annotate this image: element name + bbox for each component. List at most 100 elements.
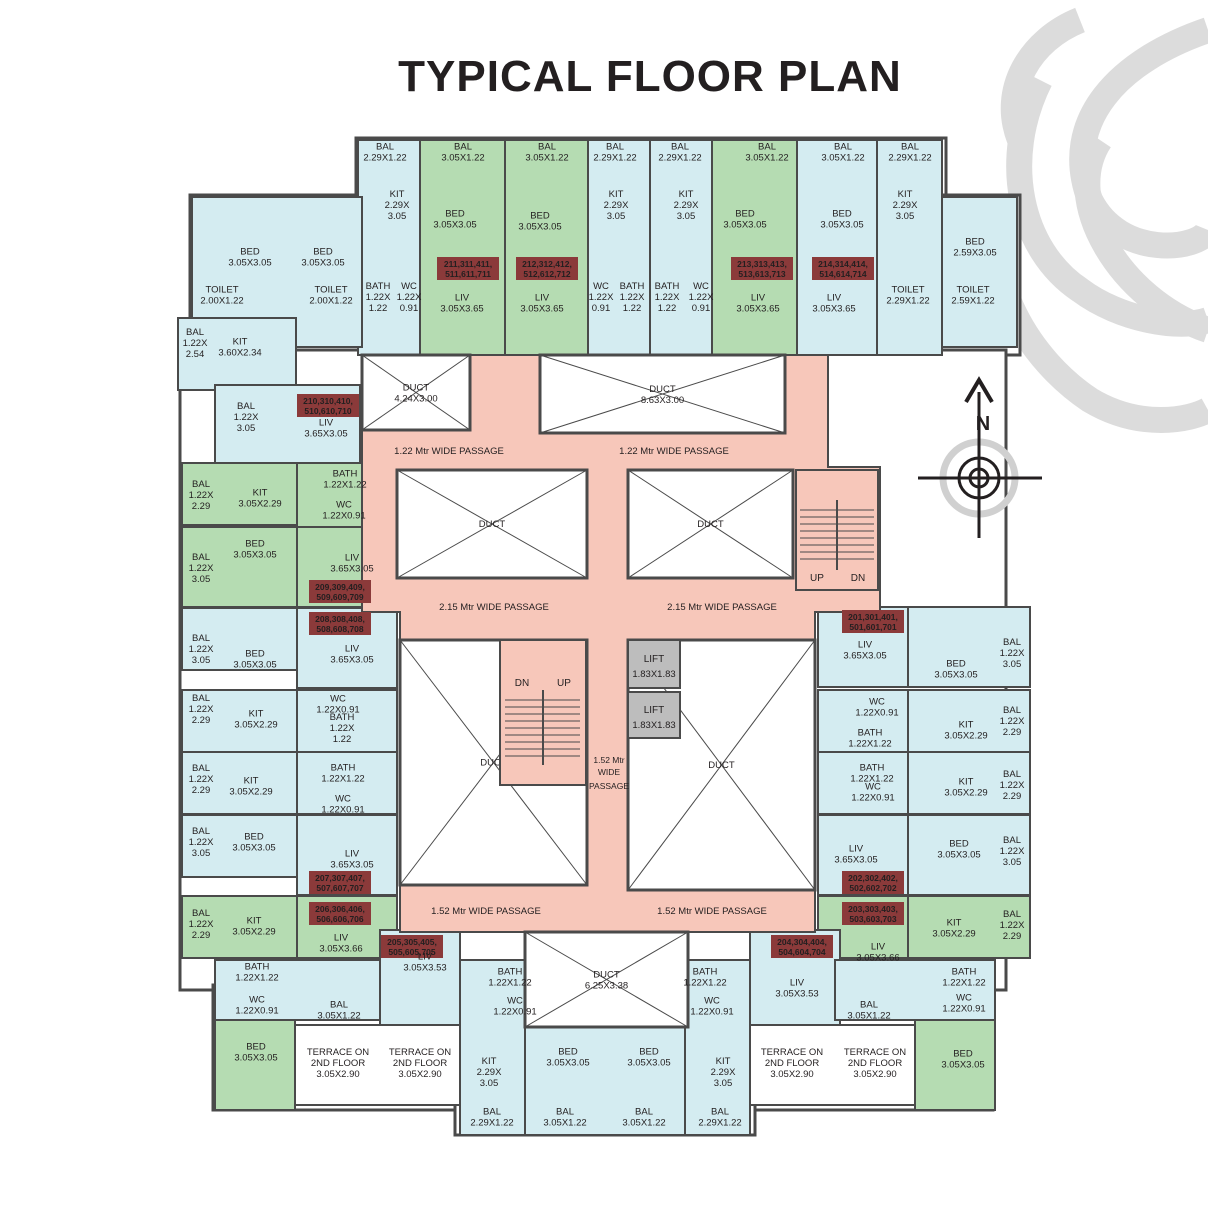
unit-number: 201,301,401,	[848, 612, 898, 622]
room-label: 1.22X	[183, 338, 208, 349]
duct-label: DUCT	[403, 383, 430, 394]
duct-cross-line	[361, 354, 471, 431]
room-label: BATH	[858, 728, 883, 739]
room-label: 3.05X1.22	[441, 153, 484, 164]
room-label: 2.59X3.05	[953, 248, 996, 259]
room-label: 1.22X	[655, 292, 680, 303]
duct	[360, 353, 472, 432]
room-label: 2.29X1.22	[470, 1118, 513, 1129]
lift-label: LIFT	[644, 705, 665, 716]
room-label: 3.05X1.22	[525, 153, 568, 164]
room-label: KIT	[959, 720, 974, 731]
logo-swirl	[1006, 74, 1208, 337]
room-label: 1.22X	[189, 704, 214, 715]
lift-shaft	[627, 691, 681, 739]
unit-number: 207,307,407,	[315, 873, 365, 883]
room-label: 2.29X1.22	[698, 1118, 741, 1129]
room-label: KIT	[482, 1056, 497, 1067]
room-label: 1.22X	[589, 292, 614, 303]
passage-label: 2.15 Mtr WIDE PASSAGE	[439, 602, 549, 613]
room-label: BAL	[192, 479, 210, 490]
room-label: BED	[965, 237, 985, 248]
room-label: BAL	[192, 763, 210, 774]
unit-zone	[214, 959, 381, 1021]
room-label: BAL	[186, 327, 204, 338]
compass-arrow-icon	[964, 376, 994, 404]
room-label: 3.05	[677, 211, 696, 222]
logo-swirl	[1000, 7, 1086, 145]
room-label: 1.22X	[1000, 846, 1025, 857]
room-label: 2.29X1.22	[363, 153, 406, 164]
room-label: 1.22X1.22	[848, 739, 891, 750]
duct-cross-line	[539, 354, 786, 434]
unit-zone	[419, 139, 506, 356]
room-label: 1.22X	[1000, 920, 1025, 931]
unit-tag	[309, 871, 371, 894]
room-label: 1.22X	[189, 563, 214, 574]
unit-number: 506,606,706	[316, 914, 364, 924]
duct-label: DUCT	[697, 519, 724, 530]
room-label: 2ND FLOOR	[765, 1058, 820, 1069]
unit-number: 202,302,402,	[848, 873, 898, 883]
room-label: TERRACE ON	[389, 1047, 451, 1058]
room-label: 1.22	[623, 303, 642, 314]
room-label: LIV	[535, 293, 550, 304]
room-label: WC	[249, 995, 265, 1006]
room-label: BATH	[693, 967, 718, 978]
room-label: 2.29X	[674, 200, 699, 211]
room-label: 2.29	[192, 930, 211, 941]
room-label: 3.05X1.22	[745, 153, 788, 164]
room-label: BATH	[860, 763, 885, 774]
room-label: 3.05	[388, 211, 407, 222]
room-label: LIV	[418, 952, 433, 963]
room-label: BED	[245, 539, 265, 550]
room-label: LIV	[790, 978, 805, 989]
room-label: TOILET	[956, 285, 989, 296]
room-label: 2.29	[192, 785, 211, 796]
room-label: 3.05X2.29	[944, 731, 987, 742]
room-label: TERRACE ON	[761, 1047, 823, 1058]
lift-label: LIFT	[644, 654, 665, 665]
room-label: 1.22	[658, 303, 677, 314]
room-label: KIT	[247, 916, 262, 927]
room-label: 3.65X3.05	[304, 429, 347, 440]
duct	[395, 468, 589, 580]
unit-zone	[177, 317, 297, 391]
room-label: KIT	[390, 189, 405, 200]
room-label: 3.05X2.90	[853, 1069, 896, 1080]
room-label: 3.05X3.05	[723, 220, 766, 231]
room-label: 3.05X3.65	[812, 304, 855, 315]
duct-label: DUCT	[708, 760, 735, 771]
unit-tag	[731, 257, 793, 280]
room-label: 3.60X2.34	[218, 348, 261, 359]
room-label: 3.05X1.22	[821, 153, 864, 164]
room-label: 3.05	[237, 423, 256, 434]
unit-number: 214,314,414,	[818, 259, 868, 269]
duct-cross-line	[524, 931, 689, 1028]
unit-number: 203,303,403,	[848, 904, 898, 914]
room-label: TOILET	[314, 285, 347, 296]
room-label: 2.29	[192, 715, 211, 726]
room-label: BAL	[192, 826, 210, 837]
room-label: 3.05X3.05	[941, 1060, 984, 1071]
passage-label: WIDE	[598, 767, 621, 777]
room-label: 3.05X3.05	[232, 843, 275, 854]
room-label: 3.05X2.90	[398, 1069, 441, 1080]
room-label: 3.65X3.05	[834, 855, 877, 866]
room-label: TERRACE ON	[844, 1047, 906, 1058]
room-label: 3.05X1.22	[543, 1118, 586, 1129]
room-label: 3.05X2.29	[932, 929, 975, 940]
room-label: 3.05	[607, 211, 626, 222]
unit-zone	[907, 895, 1031, 959]
duct	[626, 468, 795, 580]
unit-zone	[907, 814, 1031, 896]
room-label: BATH	[498, 967, 523, 978]
room-label: BAL	[192, 633, 210, 644]
unit-tag	[309, 612, 371, 635]
room-label: LIV	[858, 640, 873, 651]
room-label: BAL	[376, 142, 394, 153]
room-label: 3.05X3.05	[518, 222, 561, 233]
compass-north-label: N	[976, 413, 990, 435]
room-label: 1.22X	[234, 412, 259, 423]
room-label: 3.05X2.29	[234, 720, 277, 731]
